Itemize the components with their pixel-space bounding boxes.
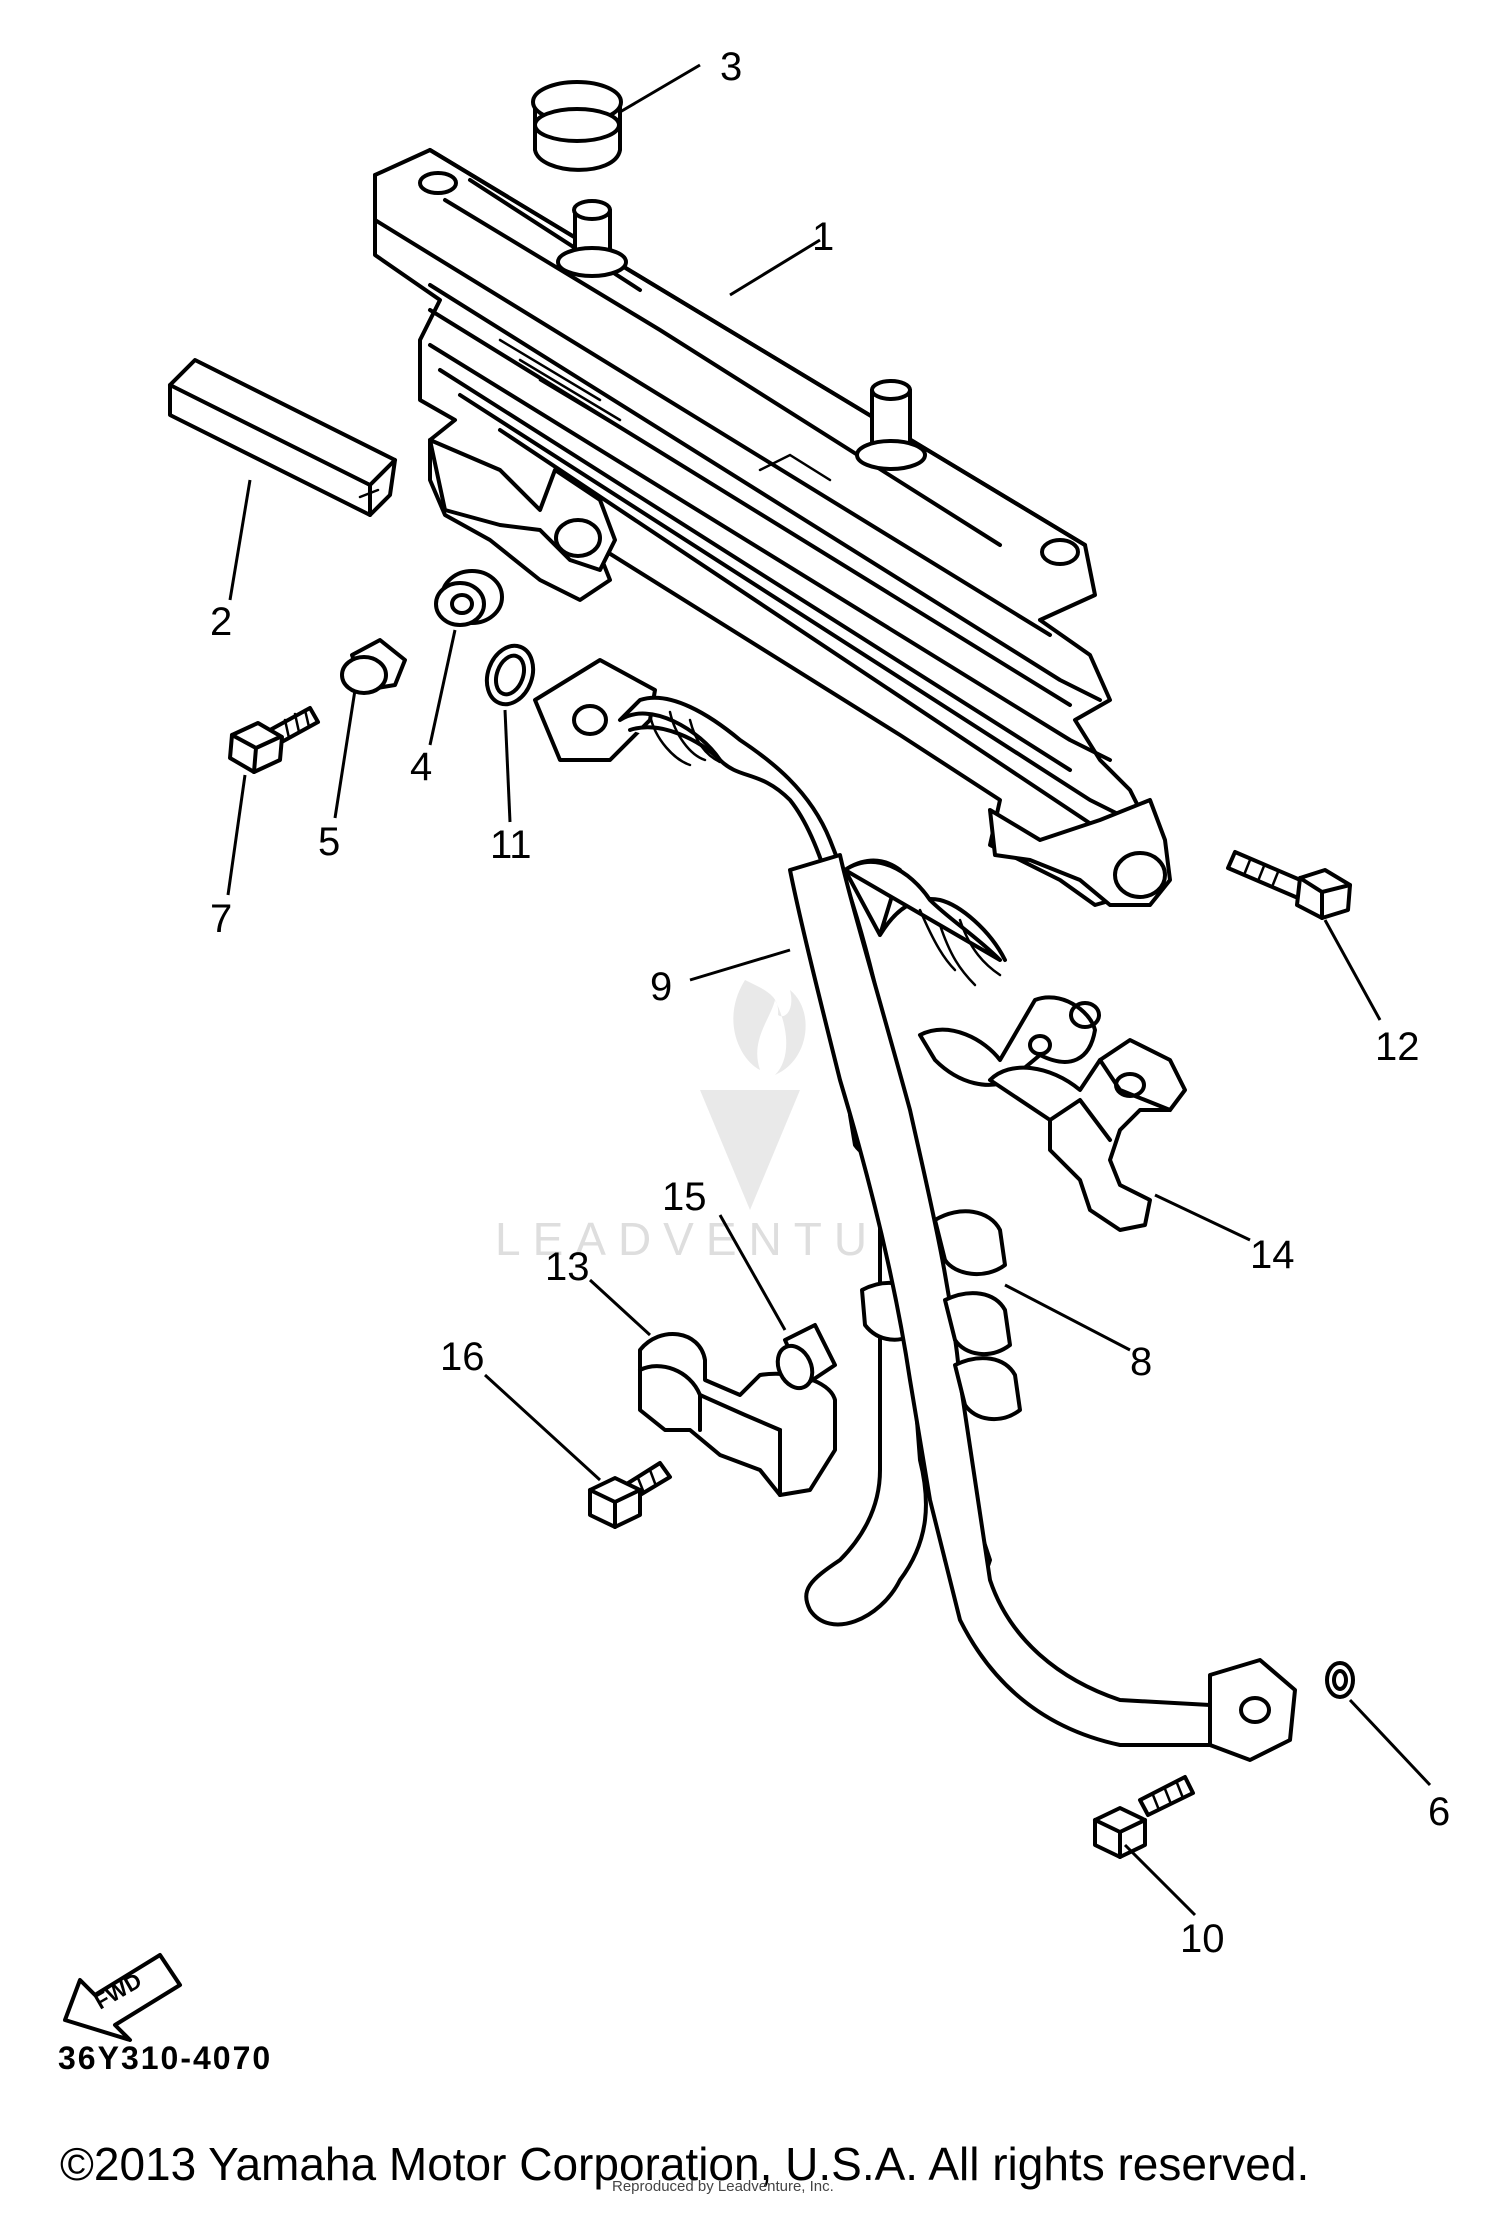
callout-9: 9 bbox=[650, 965, 672, 1009]
callout-4: 4 bbox=[410, 745, 432, 789]
leader-lines bbox=[226, 63, 1432, 1917]
callout-8: 8 bbox=[1130, 1340, 1152, 1384]
callout-14: 14 bbox=[1250, 1233, 1295, 1277]
callout-12: 12 bbox=[1375, 1025, 1420, 1069]
callout-15: 15 bbox=[662, 1175, 707, 1219]
bolt-part-12 bbox=[1226, 850, 1352, 920]
oil-cooler bbox=[373, 148, 1172, 907]
callout-10: 10 bbox=[1180, 1917, 1225, 1961]
bracket-part-14 bbox=[988, 1038, 1187, 1232]
callout-11: 11 bbox=[490, 823, 532, 867]
bolt-part-10 bbox=[1093, 1775, 1195, 1859]
reproduced-note: Reproduced by Leadventure, Inc. bbox=[612, 2178, 834, 2195]
collar-part bbox=[340, 638, 407, 695]
callout-16: 16 bbox=[440, 1335, 485, 1379]
callout-1: 1 bbox=[812, 215, 834, 259]
callout-3: 3 bbox=[720, 45, 742, 89]
cover-part bbox=[168, 358, 397, 517]
collar-part-15 bbox=[775, 1323, 837, 1391]
cap-part bbox=[531, 80, 623, 172]
callout-13: 13 bbox=[545, 1245, 590, 1289]
fwd-arrow-icon: FWD bbox=[63, 1953, 182, 2042]
callout-7: 7 bbox=[210, 897, 232, 941]
copyright-notice: ©2013 Yamaha Motor Corporation, U.S.A. A… bbox=[60, 2138, 1310, 2190]
callout-2: 2 bbox=[210, 600, 232, 644]
bolt-part-16 bbox=[588, 1461, 672, 1529]
diagram-code: 36Y310-4070 bbox=[58, 2040, 273, 2076]
o-ring-part-6 bbox=[1325, 1661, 1355, 1699]
oil-hose-8 bbox=[788, 853, 1297, 1762]
callout-labels: 3 1 2 4 5 7 11 9 12 14 8 15 13 16 6 10 bbox=[210, 45, 1450, 1961]
bolt-part-7 bbox=[228, 706, 320, 774]
callout-6: 6 bbox=[1428, 1790, 1450, 1834]
callout-5: 5 bbox=[318, 820, 340, 864]
o-ring-part-11 bbox=[484, 643, 536, 707]
grommet-part bbox=[434, 569, 504, 627]
